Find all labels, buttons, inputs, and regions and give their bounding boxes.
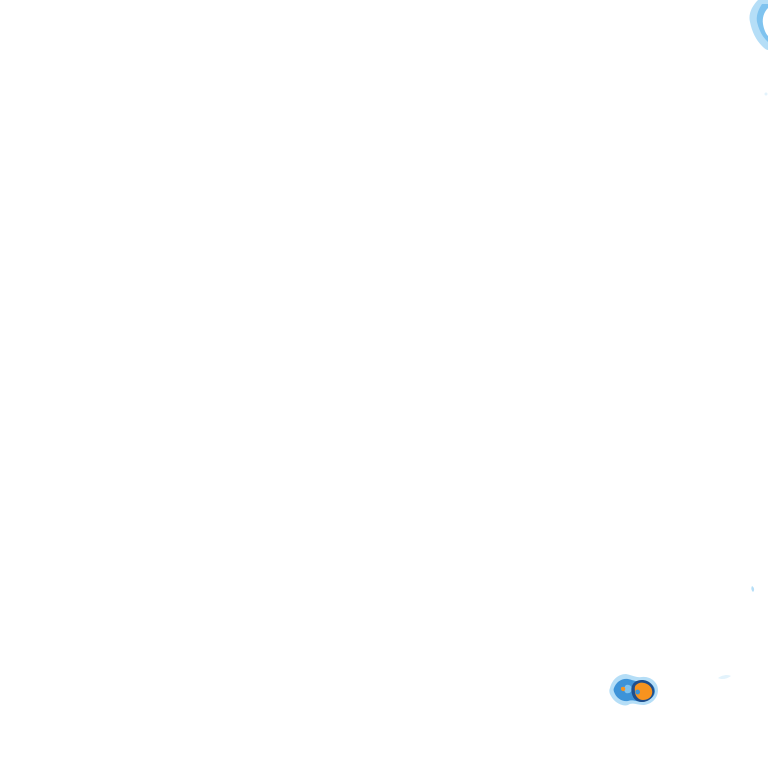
small-speck-mid-right (751, 586, 755, 592)
small-speck-lower-right (718, 674, 731, 680)
storm-cell-light-gap (624, 684, 632, 694)
storm-cell-very-heavy-core (634, 682, 653, 700)
bottom-right-storm-cell (609, 674, 658, 706)
storm-cell-core-notch (635, 689, 640, 695)
top-right-edge-cell (749, 0, 768, 50)
top-right-edge-cell-core (762, 8, 768, 36)
storm-cell-small-orange-dot (621, 686, 626, 692)
small-speck-right (764, 92, 768, 96)
